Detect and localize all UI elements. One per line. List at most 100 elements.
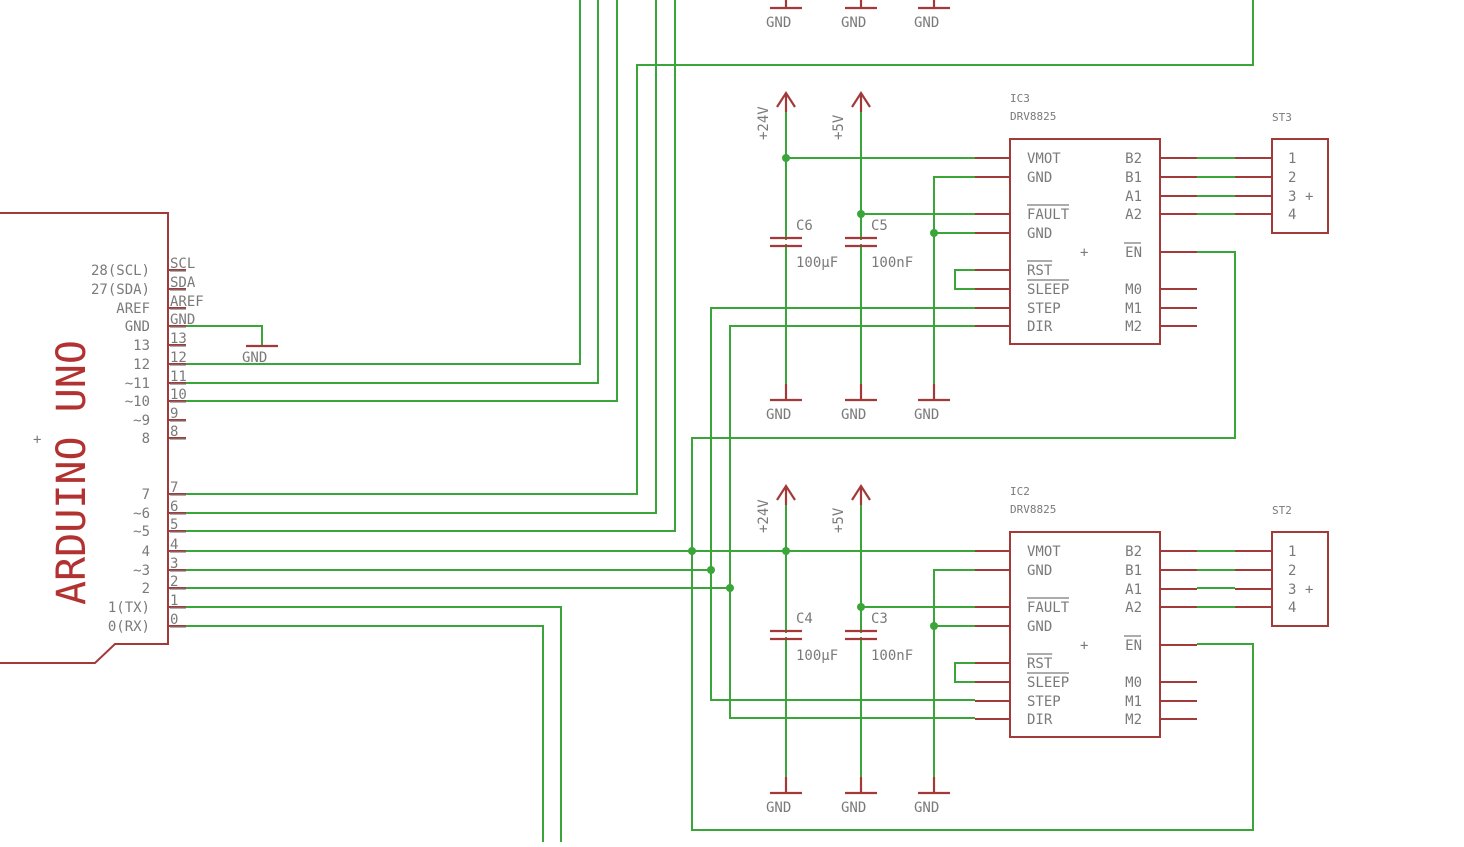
wire-en bbox=[691, 251, 1254, 831]
ic-pin-label: GND bbox=[1027, 619, 1052, 635]
ic-pin-label: DIR bbox=[1027, 319, 1053, 335]
gnd-label: GND bbox=[914, 15, 939, 31]
wire-d1 bbox=[186, 606, 562, 842]
cap-big-name: C4 bbox=[796, 611, 813, 627]
arduino-pin-name: 4 bbox=[170, 537, 178, 553]
ic-pin-label: A2 bbox=[1125, 600, 1142, 616]
ic-pin-label: SLEEP bbox=[1027, 675, 1069, 691]
ic-pin-label: RST bbox=[1027, 656, 1053, 672]
arduino-pin-label: ~10 bbox=[125, 394, 150, 410]
arduino-pin-name: 6 bbox=[170, 499, 178, 515]
junctions bbox=[688, 154, 938, 630]
arduino-pin-name: 3 bbox=[170, 556, 178, 572]
cap-big-value: 100µF bbox=[796, 648, 838, 664]
connector-pin-label: 2 bbox=[1288, 170, 1296, 186]
cap-small-name: C3 bbox=[871, 611, 888, 627]
connector-pin-label: 2 bbox=[1288, 563, 1296, 579]
ic-pin-label: A1 bbox=[1125, 189, 1142, 205]
origin-plus: + bbox=[1305, 582, 1313, 598]
arduino-pin-name: SDA bbox=[170, 275, 196, 291]
wire-d0 bbox=[186, 625, 544, 842]
gnd-label: GND bbox=[841, 15, 866, 31]
ic-part: DRV8825 bbox=[1010, 110, 1056, 123]
ic-pin-label: M2 bbox=[1125, 712, 1142, 728]
ic-pin-label: A2 bbox=[1125, 207, 1142, 223]
wire-dir bbox=[729, 325, 975, 719]
wire-step bbox=[710, 307, 975, 701]
gnd-label: GND bbox=[914, 800, 939, 816]
arduino-pin-label: 27(SDA) bbox=[91, 282, 150, 298]
ic-pin-label: B1 bbox=[1125, 563, 1142, 579]
wires bbox=[186, 0, 1254, 842]
ic-pin-label: M2 bbox=[1125, 319, 1142, 335]
ic-pin-label: GND bbox=[1027, 563, 1052, 579]
gnd-label: GND bbox=[914, 407, 939, 423]
connector-name: ST2 bbox=[1272, 504, 1292, 517]
junction bbox=[726, 584, 734, 592]
arduino-pin-label: 4 bbox=[142, 544, 150, 560]
ic-pin-label: FAULT bbox=[1027, 600, 1070, 616]
arduino-pin-name: 10 bbox=[170, 387, 187, 403]
wire-d6 bbox=[186, 0, 657, 514]
arduino-pin-label: 1(TX) bbox=[108, 600, 150, 616]
arduino-pin-name: 9 bbox=[170, 406, 178, 422]
connector-name: ST3 bbox=[1272, 111, 1292, 124]
cap-small-value: 100nF bbox=[871, 648, 913, 664]
wire-rst-sleep-ic2 bbox=[954, 662, 975, 683]
arduino-title: ARDUINO UNO bbox=[49, 340, 95, 605]
arduino-pin-name: 13 bbox=[170, 331, 187, 347]
ic-pin-label: STEP bbox=[1027, 301, 1061, 317]
origin-plus: + bbox=[1080, 638, 1088, 654]
ic-pin-label: B1 bbox=[1125, 170, 1142, 186]
cap-big-value: 100µF bbox=[796, 255, 838, 271]
gnd-label: GND bbox=[242, 350, 267, 366]
ic-pin-label: RST bbox=[1027, 263, 1053, 279]
arduino-pin-name: 1 bbox=[170, 593, 178, 609]
arduino-outline bbox=[0, 212, 169, 664]
ic-pin-label: GND bbox=[1027, 170, 1052, 186]
arduino-pin-name: 7 bbox=[170, 480, 178, 496]
arduino-pin-label: 2 bbox=[142, 581, 150, 597]
junction bbox=[930, 229, 938, 237]
arduino-pin-name: 8 bbox=[170, 424, 178, 440]
ic-pin-label: EN bbox=[1125, 638, 1142, 654]
arduino-pin-name: SCL bbox=[170, 256, 195, 272]
gnd-label: GND bbox=[841, 800, 866, 816]
arduino-pin-name: 2 bbox=[170, 574, 178, 590]
ic-pin-label: VMOT bbox=[1027, 544, 1061, 560]
origin-plus: + bbox=[33, 432, 41, 448]
junction bbox=[707, 566, 715, 574]
arduino-pin-label: ~6 bbox=[133, 506, 150, 522]
wire-d10 bbox=[186, 0, 618, 402]
supply-5v-label: +5V bbox=[831, 507, 847, 533]
junction bbox=[857, 210, 865, 218]
supply-24v-label: +24V bbox=[756, 499, 772, 533]
ic-body bbox=[1009, 138, 1161, 345]
ic-pin-label: M1 bbox=[1125, 694, 1142, 710]
ic-pin-label: M1 bbox=[1125, 301, 1142, 317]
connector-pin-label: 1 bbox=[1288, 544, 1296, 560]
arduino-pin-label: 13 bbox=[133, 338, 150, 354]
gnd-label: GND bbox=[841, 407, 866, 423]
arduino-pin-label: 0(RX) bbox=[108, 619, 150, 635]
origin-plus: + bbox=[1080, 245, 1088, 261]
ic-pin-label: B2 bbox=[1125, 151, 1142, 167]
ic-pin-label: VMOT bbox=[1027, 151, 1061, 167]
gnd-label: GND bbox=[766, 15, 791, 31]
arduino-pin-name: 12 bbox=[170, 350, 187, 366]
wire-d12 bbox=[186, 0, 581, 365]
ic-pin-label: M0 bbox=[1125, 282, 1142, 298]
wire-gnd-arduino bbox=[186, 325, 263, 346]
ic-pin-label: SLEEP bbox=[1027, 282, 1069, 298]
connector-pin-label: 3 bbox=[1288, 582, 1296, 598]
wire-gnd1-ic3 bbox=[933, 176, 975, 384]
arduino-pin-label: 28(SCL) bbox=[91, 263, 150, 279]
gnd-label: GND bbox=[766, 800, 791, 816]
